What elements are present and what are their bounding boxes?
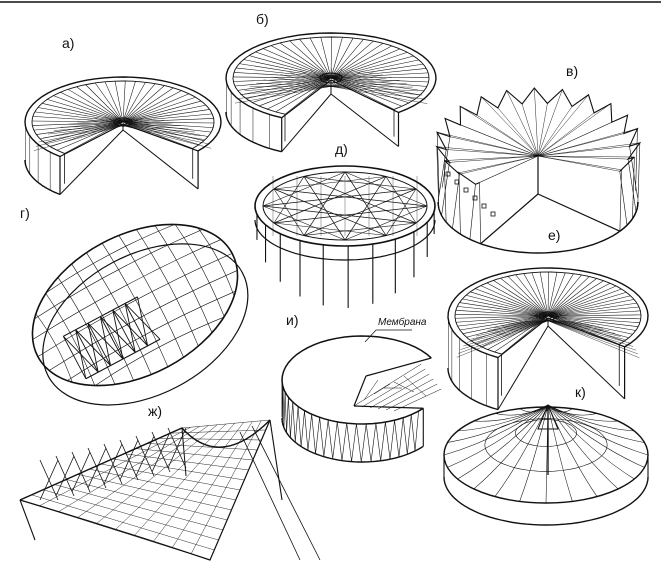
- label-e: е): [548, 227, 560, 243]
- label-g: г): [20, 205, 30, 221]
- figure-v: [437, 88, 640, 253]
- figure-b: [226, 33, 436, 152]
- gridshell-body: [5, 192, 275, 438]
- figure-i: [282, 330, 441, 462]
- figure-a: [25, 77, 221, 195]
- figure-zh: [20, 420, 320, 560]
- label-a: а): [62, 35, 74, 51]
- label-v: в): [566, 63, 578, 79]
- figure-k: [444, 405, 648, 525]
- label-zh: ж): [148, 403, 162, 419]
- figure-g: [5, 192, 275, 438]
- label-d: д): [335, 141, 348, 157]
- figure-e: [448, 268, 648, 410]
- label-b: б): [256, 11, 269, 27]
- membrane-callout: Мембрана: [378, 316, 427, 328]
- label-i: и): [286, 312, 298, 328]
- label-k: к): [575, 384, 586, 400]
- figure-d: [255, 166, 435, 308]
